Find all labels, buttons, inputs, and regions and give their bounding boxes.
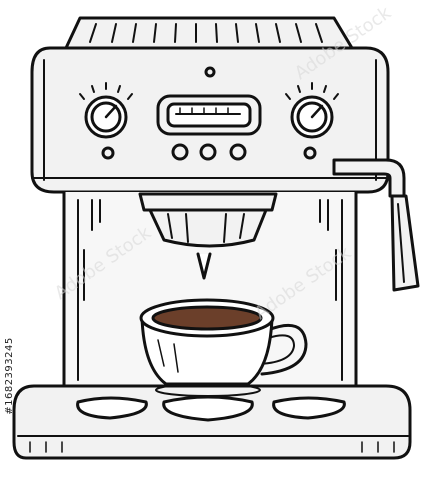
tray-grate-right (272, 396, 346, 420)
left-gauge-icon (79, 82, 133, 139)
steam-wand (332, 158, 420, 292)
button-right-icon (229, 143, 247, 161)
button-left-icon (171, 143, 189, 161)
coffee-cup (139, 298, 308, 386)
right-gauge-icon (285, 82, 339, 139)
machine-body (62, 190, 358, 390)
display-window (156, 94, 262, 136)
indicator-light-icon (204, 66, 216, 78)
side-dot-left-icon (101, 146, 115, 160)
side-dot-right-icon (303, 146, 317, 160)
tray-grate-center (162, 395, 254, 422)
brew-group (138, 192, 278, 280)
top-cup-warmer (64, 16, 354, 50)
cup-shadow (155, 383, 261, 397)
tray-grate-left (76, 396, 148, 420)
button-center-icon (199, 143, 217, 161)
stock-id-label: #1682393245 (4, 337, 15, 415)
